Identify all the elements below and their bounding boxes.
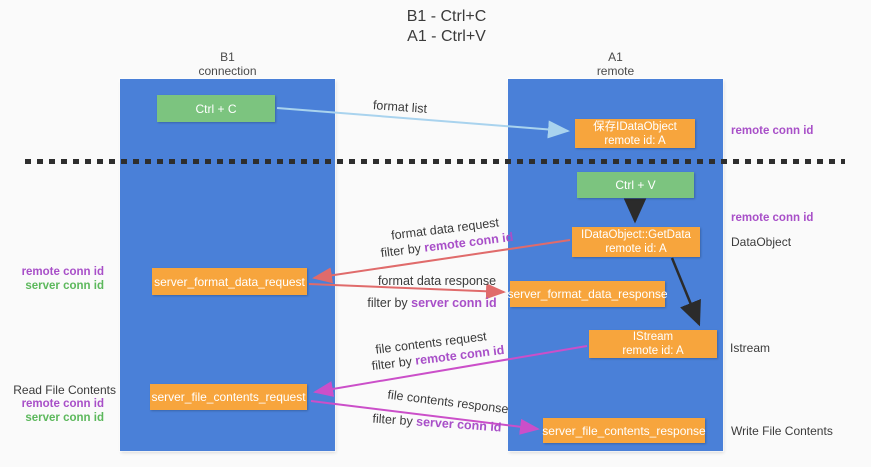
file-contents-response-label: file contents response: [386, 387, 510, 417]
getdata-line2: remote id: A: [605, 243, 667, 255]
format-data-response-label: format data response: [377, 274, 497, 288]
server-format-data-response-box: server_format_data_response: [507, 281, 668, 307]
lane-a1-subtitle: remote: [596, 64, 635, 78]
left-server-conn-id-bottom: server conn id: [25, 412, 104, 424]
title-line-1: B1 - Ctrl+C: [406, 8, 487, 25]
write-file-contents-label: Write File Contents: [731, 424, 833, 438]
istream-box: IStream remote id: A: [589, 330, 717, 358]
left-server-conn-id-mid: server conn id: [25, 280, 104, 292]
getdata-line1: IDataObject::GetData: [581, 229, 691, 241]
filter-by-text: filter by: [379, 240, 426, 261]
server-format-data-request-box: server_format_data_request: [152, 268, 307, 295]
filter-conn-id: server conn id: [411, 296, 497, 310]
istream-line1: IStream: [632, 331, 674, 343]
istream-side-label: Istream: [730, 341, 771, 355]
lane-header-b1: B1 connection: [120, 50, 335, 78]
left-remote-conn-id-mid: remote conn id: [21, 266, 104, 278]
format-list-label: format list: [372, 98, 428, 116]
server-file-contents-response-box: server_file_contents_response: [542, 418, 706, 443]
getdata-box: IDataObject::GetData remote id: A: [572, 227, 700, 257]
filter-by-text: filter by: [372, 411, 417, 429]
filter-by-text: filter by: [367, 296, 412, 310]
read-file-contents-label: Read File Contents: [13, 383, 116, 397]
left-conn-labels-bottom: remote conn id server conn id: [0, 397, 104, 425]
format-data-response-filter: filter by server conn id: [367, 296, 496, 310]
diagram-title: B1 - Ctrl+C A1 - Ctrl+V: [0, 7, 871, 47]
lane-b1-subtitle: connection: [198, 64, 257, 78]
right-remote-conn-id-mid: remote conn id: [731, 212, 814, 224]
server-format-data-request-label: server_format_data_request: [154, 274, 305, 289]
save-idataobject-box: 保存IDataObject remote id: A: [575, 119, 695, 148]
lane-header-a1: A1 remote: [508, 50, 723, 78]
ctrl-v-box: Ctrl + V: [577, 172, 694, 198]
left-remote-conn-id-bottom: remote conn id: [21, 398, 104, 410]
ctrl-c-box: Ctrl + C: [157, 95, 275, 122]
dataobject-label: DataObject: [731, 235, 792, 249]
left-conn-labels-mid: remote conn id server conn id: [0, 265, 104, 293]
server-file-contents-request-box: server_file_contents_request: [150, 384, 307, 410]
server-format-data-response-label: server_format_data_response: [507, 287, 668, 301]
filter-by-text: filter by: [370, 353, 417, 374]
server-file-contents-request-label: server_file_contents_request: [151, 390, 306, 404]
lane-a1-name: A1: [608, 50, 623, 64]
save-idataobject-line1: 保存IDataObject: [593, 120, 677, 133]
file-contents-response-filter: filter by server conn id: [372, 412, 502, 435]
server-file-contents-response-label: server_file_contents_response: [542, 423, 706, 438]
filter-conn-id: server conn id: [415, 414, 502, 435]
title-line-2: A1 - Ctrl+V: [407, 28, 486, 45]
right-remote-conn-id-top: remote conn id: [731, 125, 814, 137]
save-idataobject-line2: remote id: A: [604, 134, 666, 147]
ctrl-v-label: Ctrl + V: [615, 178, 656, 192]
ctrl-c-label: Ctrl + C: [195, 101, 237, 116]
istream-line2: remote id: A: [622, 345, 684, 357]
lane-b1-name: B1: [220, 50, 235, 64]
dashed-divider: [25, 159, 845, 164]
